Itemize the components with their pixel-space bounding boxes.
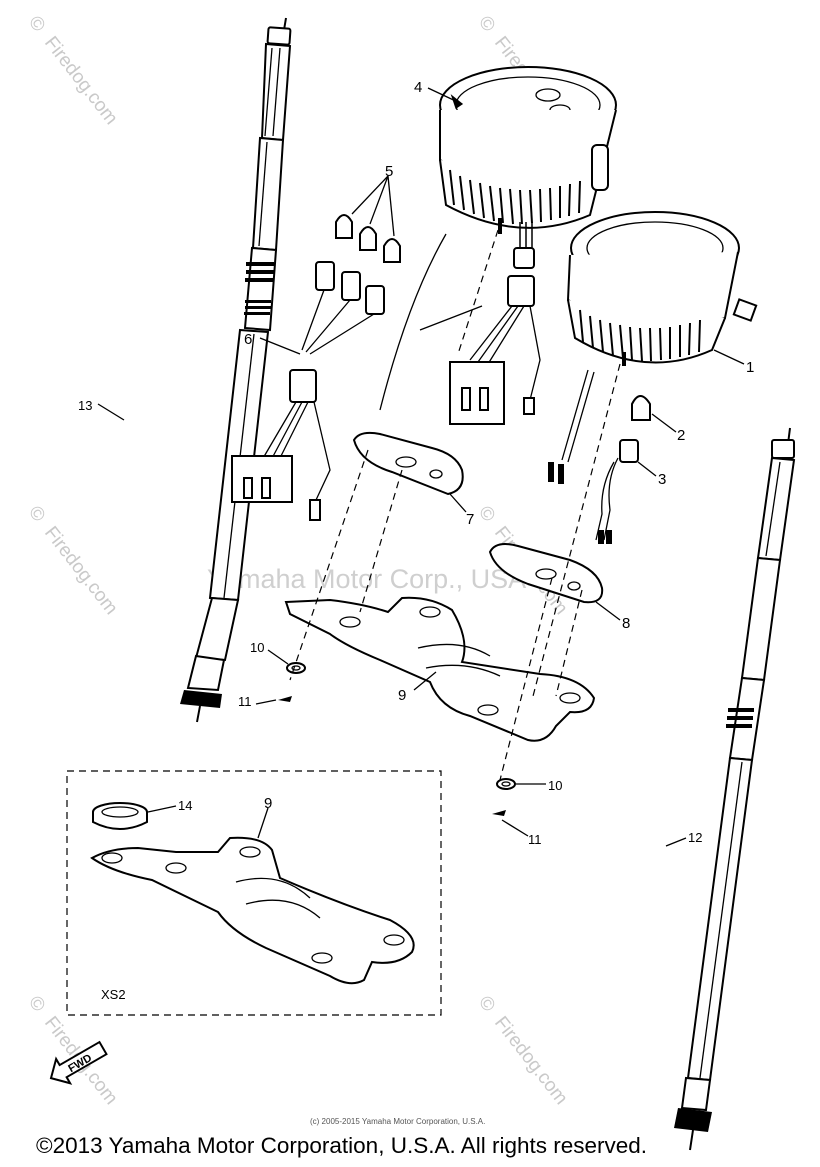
callout-13: 13 <box>78 398 92 413</box>
watermark-mid-left: © Firedog.com <box>24 502 122 619</box>
callout-labels: 4 5 1 2 3 6 7 8 9 9 10 10 11 11 12 13 14 <box>78 79 754 847</box>
callout-7: 7 <box>466 511 474 528</box>
part-11-nut-b <box>492 810 506 816</box>
watermark-symbol: © <box>474 502 499 526</box>
watermark-symbol: © <box>24 502 49 526</box>
callout-10-right: 10 <box>548 778 562 793</box>
watermark-text: Firedog.com <box>40 33 122 129</box>
watermark-symbol: © <box>474 992 499 1016</box>
callout-9-inset: 9 <box>264 795 272 812</box>
part-11-nut-a <box>278 696 292 702</box>
part-10-washer-a <box>286 662 306 674</box>
watermark-bottom-right: © Firedog.com <box>474 992 572 1109</box>
watermark-symbol: © <box>24 992 49 1016</box>
watermark-symbol: © <box>474 12 499 36</box>
xs2-inset: XS2 <box>66 770 442 1016</box>
callout-4: 4 <box>414 79 422 96</box>
meter-1-leads <box>548 369 595 484</box>
part-1-meter <box>566 211 758 366</box>
copyright-small: (c) 2005-2015 Yamaha Motor Corporation, … <box>310 1117 485 1126</box>
part-9-bracket-xs2 <box>90 836 415 985</box>
meter-harness <box>379 233 541 425</box>
watermark-text: Firedog.com <box>40 523 122 619</box>
part-4-meter <box>439 66 617 258</box>
part-5-bulbs <box>335 175 401 263</box>
copyright-notice: ©2013 Yamaha Motor Corporation, U.S.A. A… <box>36 1133 647 1158</box>
inset-label: XS2 <box>101 987 126 1002</box>
watermark-text: Firedog.com <box>490 1013 572 1109</box>
assembly-lines <box>289 229 621 781</box>
watermark-top-left: © Firedog.com <box>24 12 122 129</box>
part-10-washer-b <box>496 778 516 790</box>
callout-2: 2 <box>677 427 685 444</box>
callout-11-left: 11 <box>238 694 252 709</box>
callout-1: 1 <box>746 359 754 376</box>
watermark-symbol: © <box>24 12 49 36</box>
part-3-socket <box>595 439 639 544</box>
part-6-harness <box>231 261 385 521</box>
callout-3: 3 <box>658 471 666 488</box>
part-14-ring <box>92 802 148 830</box>
callout-6: 6 <box>244 331 252 348</box>
callout-12: 12 <box>688 830 702 845</box>
callout-5: 5 <box>385 163 393 180</box>
callout-11-right: 11 <box>528 832 542 847</box>
part-8-plate <box>488 543 604 604</box>
part-13-cable <box>180 17 292 723</box>
callout-9-main: 9 <box>398 687 406 704</box>
part-12-cable <box>674 427 796 1151</box>
part-2-bulb <box>631 395 651 421</box>
callout-leaders <box>97 87 745 847</box>
callout-8: 8 <box>622 615 630 632</box>
watermark-bottom-left: © Firedog.com <box>24 992 122 1109</box>
callout-10-left: 10 <box>250 640 264 655</box>
part-9-bracket <box>284 596 596 742</box>
callout-14: 14 <box>178 798 192 813</box>
part-7-plate <box>352 431 464 496</box>
